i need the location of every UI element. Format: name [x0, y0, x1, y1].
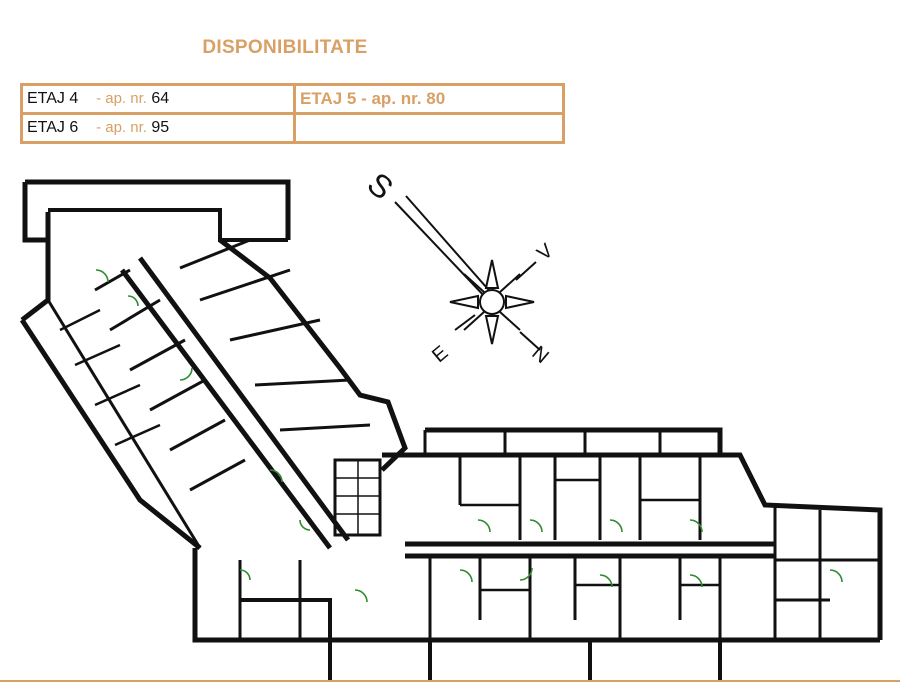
apartment-number: 64 [151, 90, 170, 107]
table-row: ETAJ 6 - ap. nr. 95 [20, 112, 565, 144]
floor-label: ETAJ 4 [27, 90, 79, 107]
table-cell: ETAJ 6 - ap. nr. 95 [20, 112, 296, 144]
table-cell [293, 112, 565, 144]
apartment-prefix: - ap. nr. [96, 90, 147, 107]
table-cell: ETAJ 5 - ap. nr. 80 [293, 83, 565, 115]
page-title: DISPONIBILITATE [202, 37, 368, 58]
compass-e-label: E [428, 342, 452, 367]
door-swings [95, 269, 843, 603]
bottom-divider [0, 680, 900, 682]
table-row: ETAJ 4 - ap. nr. 64 ETAJ 5 - ap. nr. 80 [20, 83, 565, 115]
compass-n-label: N [528, 342, 553, 368]
floor-plan: S V E N [19, 165, 883, 680]
compass-s-label: S [361, 165, 400, 206]
floor-label: ETAJ 6 [27, 119, 79, 136]
floor-plan-walls [19, 179, 883, 680]
apartment-prefix: - ap. nr. [96, 119, 147, 136]
compass-rose: S V E N [361, 165, 558, 368]
compass-v-label: V [533, 239, 558, 265]
availability-table: ETAJ 4 - ap. nr. 64 ETAJ 5 - ap. nr. 80 … [20, 83, 565, 144]
highlighted-apartment: ETAJ 5 - ap. nr. 80 [300, 89, 446, 108]
table-cell: ETAJ 4 - ap. nr. 64 [20, 83, 296, 115]
apartment-number: 95 [151, 119, 170, 136]
